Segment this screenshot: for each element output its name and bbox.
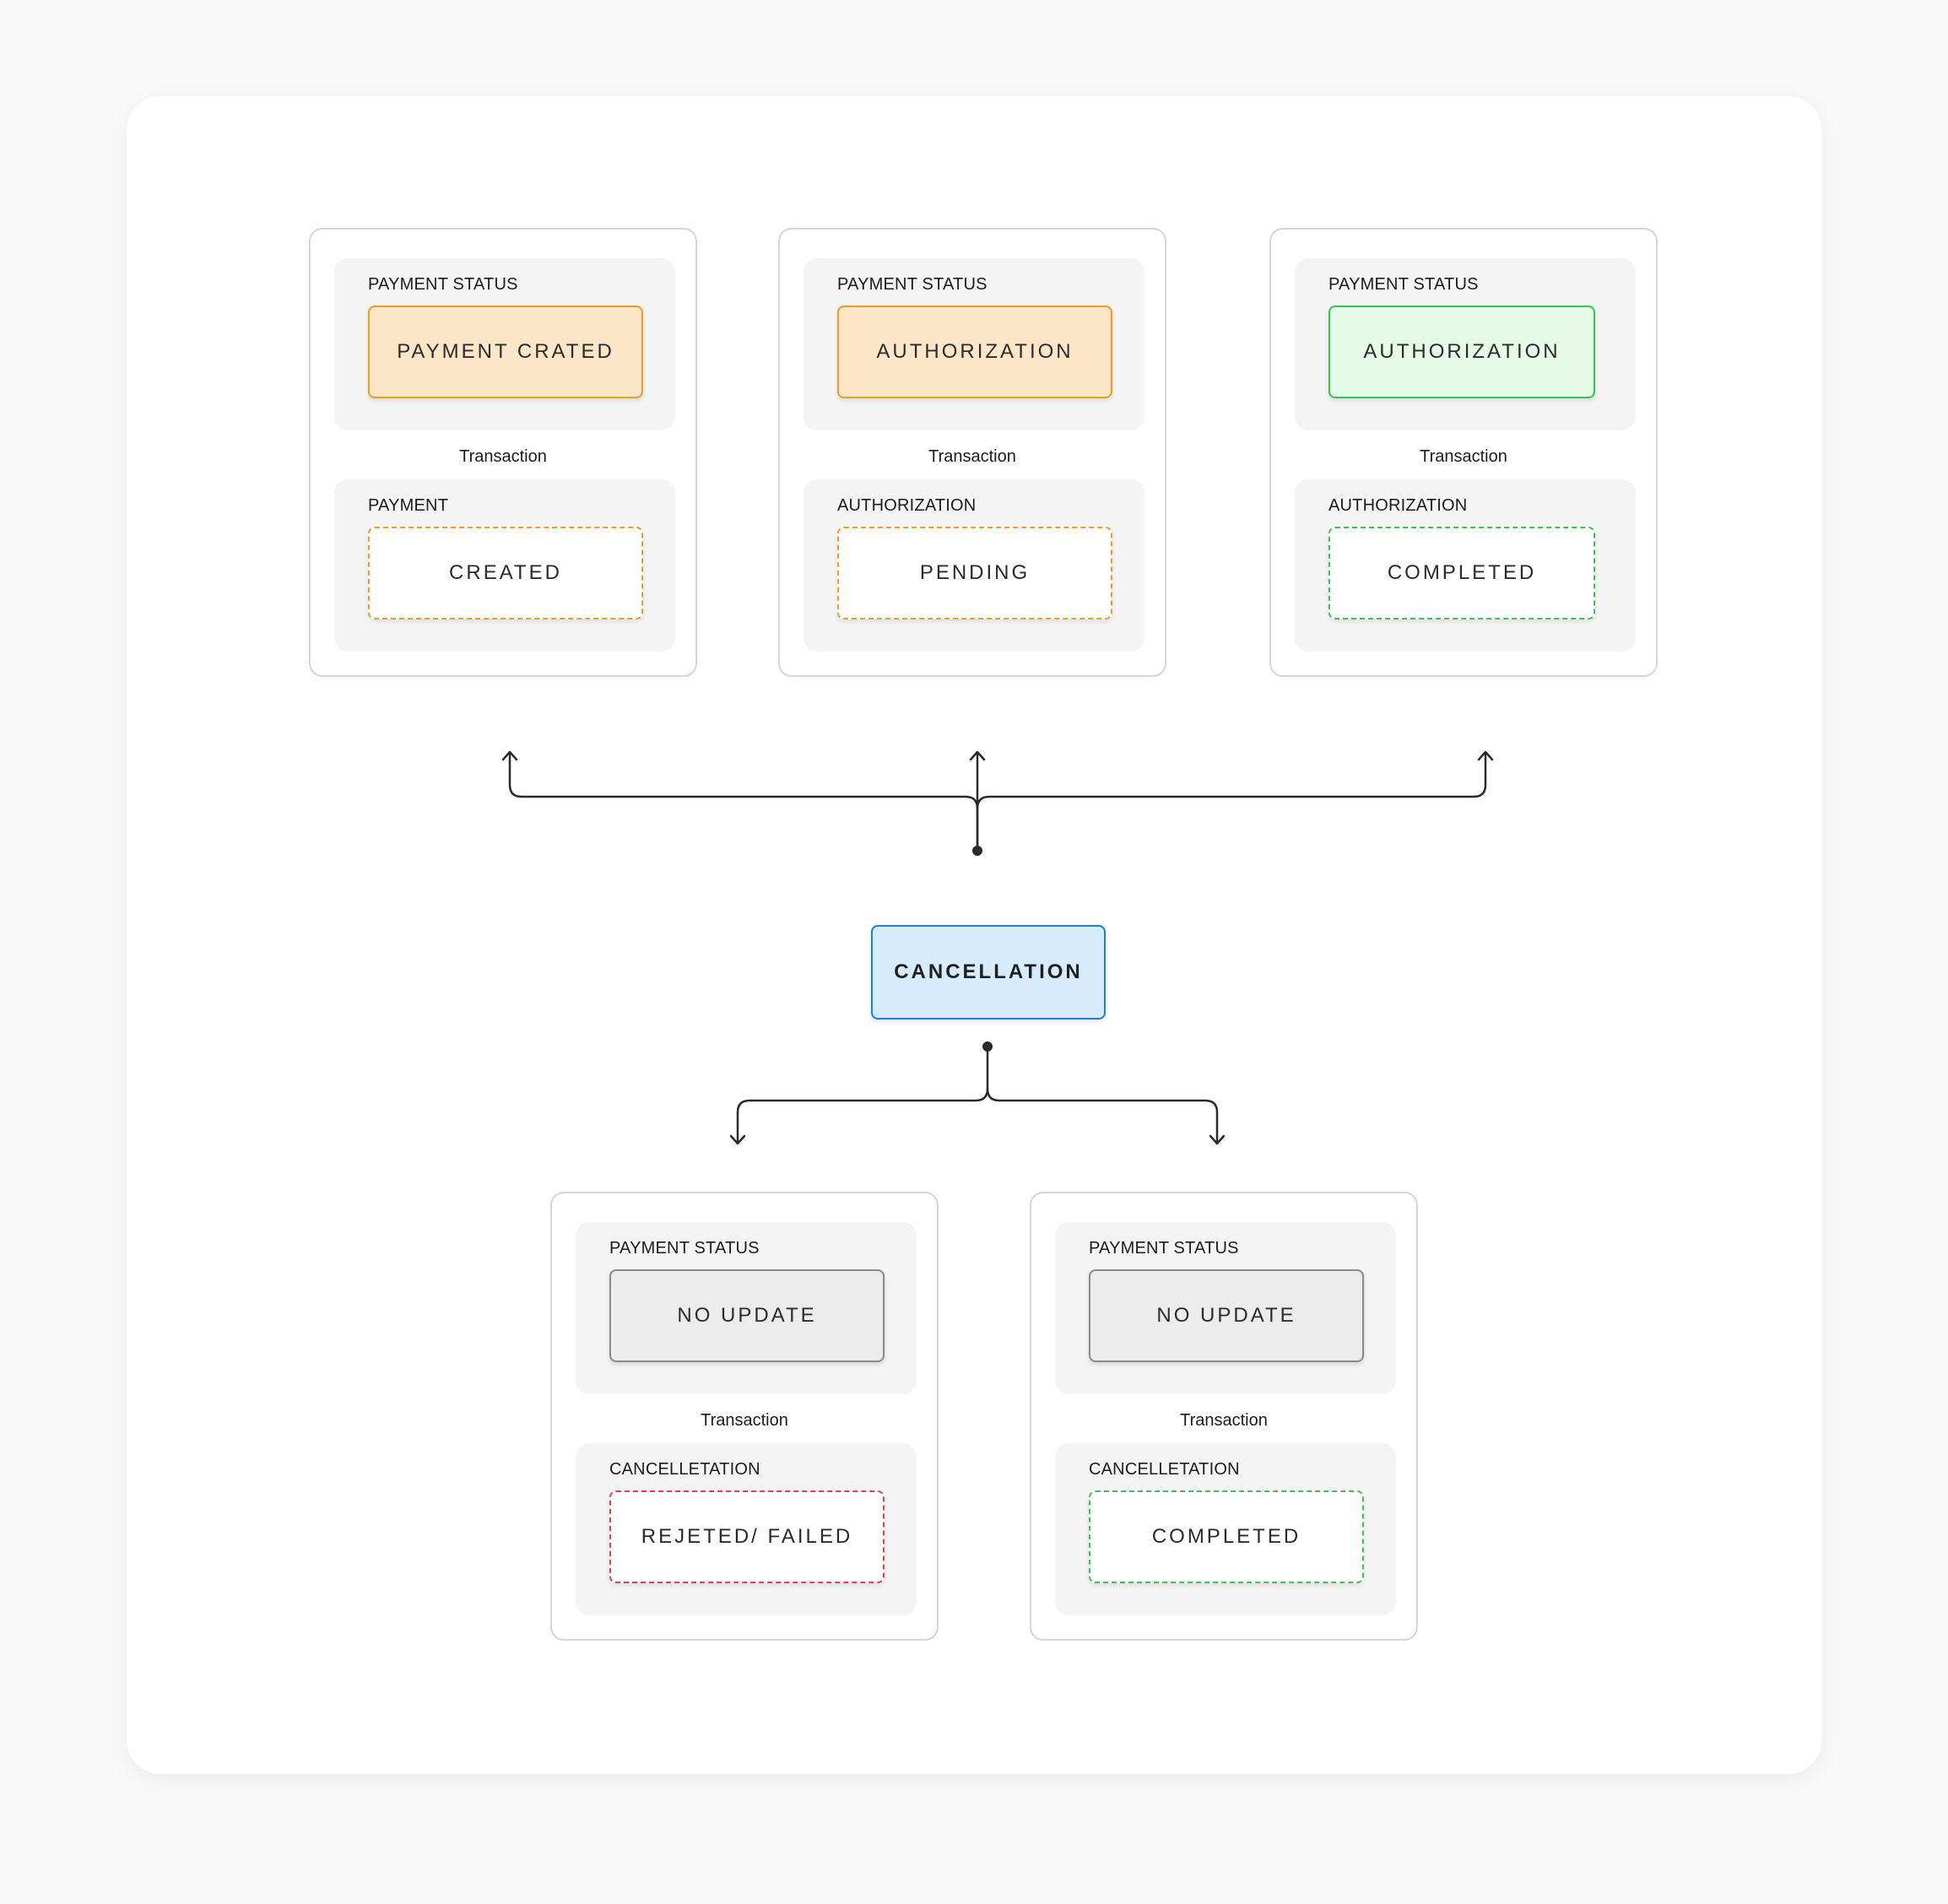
outcome-card-cancel-failed: PAYMENT STATUS NO UPDATE Transaction CAN…: [550, 1192, 939, 1641]
payment-status-badge: AUTHORIZATION: [837, 306, 1112, 398]
payment-status-title: PAYMENT STATUS: [1089, 1239, 1239, 1258]
state-card-authorization-completed: PAYMENT STATUS AUTHORIZATION Transaction…: [1269, 228, 1658, 677]
payment-status-panel: PAYMENT STATUS AUTHORIZATION: [1295, 258, 1636, 430]
outcome-card-cancel-completed: PAYMENT STATUS NO UPDATE Transaction CAN…: [1030, 1192, 1418, 1641]
connector-to-cancel-completed: [986, 1087, 1219, 1144]
transaction-panel: AUTHORIZATION PENDING: [804, 479, 1144, 652]
transaction-label: Transaction: [1420, 447, 1507, 466]
transaction-panel: CANCELLETATION COMPLETED: [1055, 1443, 1396, 1615]
transaction-panel: PAYMENT CREATED: [334, 479, 675, 652]
transaction-title: PAYMENT: [368, 496, 449, 515]
connector-to-payment-created: [508, 751, 979, 852]
transaction-status-badge: CREATED: [368, 527, 643, 619]
transaction-panel: CANCELLETATION REJETED/ FAILED: [576, 1443, 917, 1615]
payment-status-title: PAYMENT STATUS: [368, 275, 518, 294]
transaction-panel: AUTHORIZATION COMPLETED: [1295, 479, 1636, 652]
transaction-title: AUTHORIZATION: [837, 496, 977, 515]
state-card-authorization-pending: PAYMENT STATUS AUTHORIZATION Transaction…: [778, 228, 1166, 677]
payment-status-panel: PAYMENT STATUS PAYMENT CRATED: [334, 258, 675, 430]
transaction-label: Transaction: [1180, 1411, 1268, 1430]
cancellation-action: CANCELLATION: [871, 925, 1106, 1020]
payment-status-badge: NO UPDATE: [609, 1269, 885, 1362]
transaction-status-badge: PENDING: [837, 527, 1112, 619]
transaction-label: Transaction: [701, 1411, 788, 1430]
transaction-title: AUTHORIZATION: [1328, 496, 1468, 515]
connector-origin-dot: [982, 1041, 993, 1052]
arrowhead-up-icon: [969, 750, 986, 761]
state-card-payment-created: PAYMENT STATUS PAYMENT CRATED Transactio…: [309, 228, 697, 677]
payment-status-badge: PAYMENT CRATED: [368, 306, 643, 398]
arrowhead-up-icon: [501, 750, 518, 761]
payment-status-badge: AUTHORIZATION: [1328, 306, 1595, 398]
connector-to-cancel-failed: [736, 1045, 989, 1144]
transaction-status-badge: COMPLETED: [1089, 1490, 1364, 1583]
transaction-status-badge: COMPLETED: [1328, 527, 1595, 619]
payment-status-panel: PAYMENT STATUS NO UPDATE: [576, 1222, 917, 1394]
transaction-title: CANCELLETATION: [609, 1460, 760, 1479]
payment-status-badge: NO UPDATE: [1089, 1269, 1364, 1362]
arrowhead-down-icon: [729, 1134, 746, 1145]
payment-status-title: PAYMENT STATUS: [609, 1239, 760, 1258]
payment-status-panel: PAYMENT STATUS NO UPDATE: [1055, 1222, 1396, 1394]
transaction-label: Transaction: [459, 447, 547, 466]
transaction-label: Transaction: [928, 447, 1016, 466]
arrowhead-down-icon: [1209, 1134, 1226, 1145]
connector-to-authorization-completed: [976, 751, 1487, 810]
payment-status-title: PAYMENT STATUS: [837, 275, 988, 294]
transaction-status-badge: REJETED/ FAILED: [609, 1490, 885, 1583]
arrowhead-up-icon: [1477, 750, 1494, 761]
transaction-title: CANCELLETATION: [1089, 1460, 1240, 1479]
connector-origin-dot: [972, 846, 982, 856]
payment-status-title: PAYMENT STATUS: [1328, 275, 1479, 294]
payment-status-panel: PAYMENT STATUS AUTHORIZATION: [804, 258, 1144, 430]
